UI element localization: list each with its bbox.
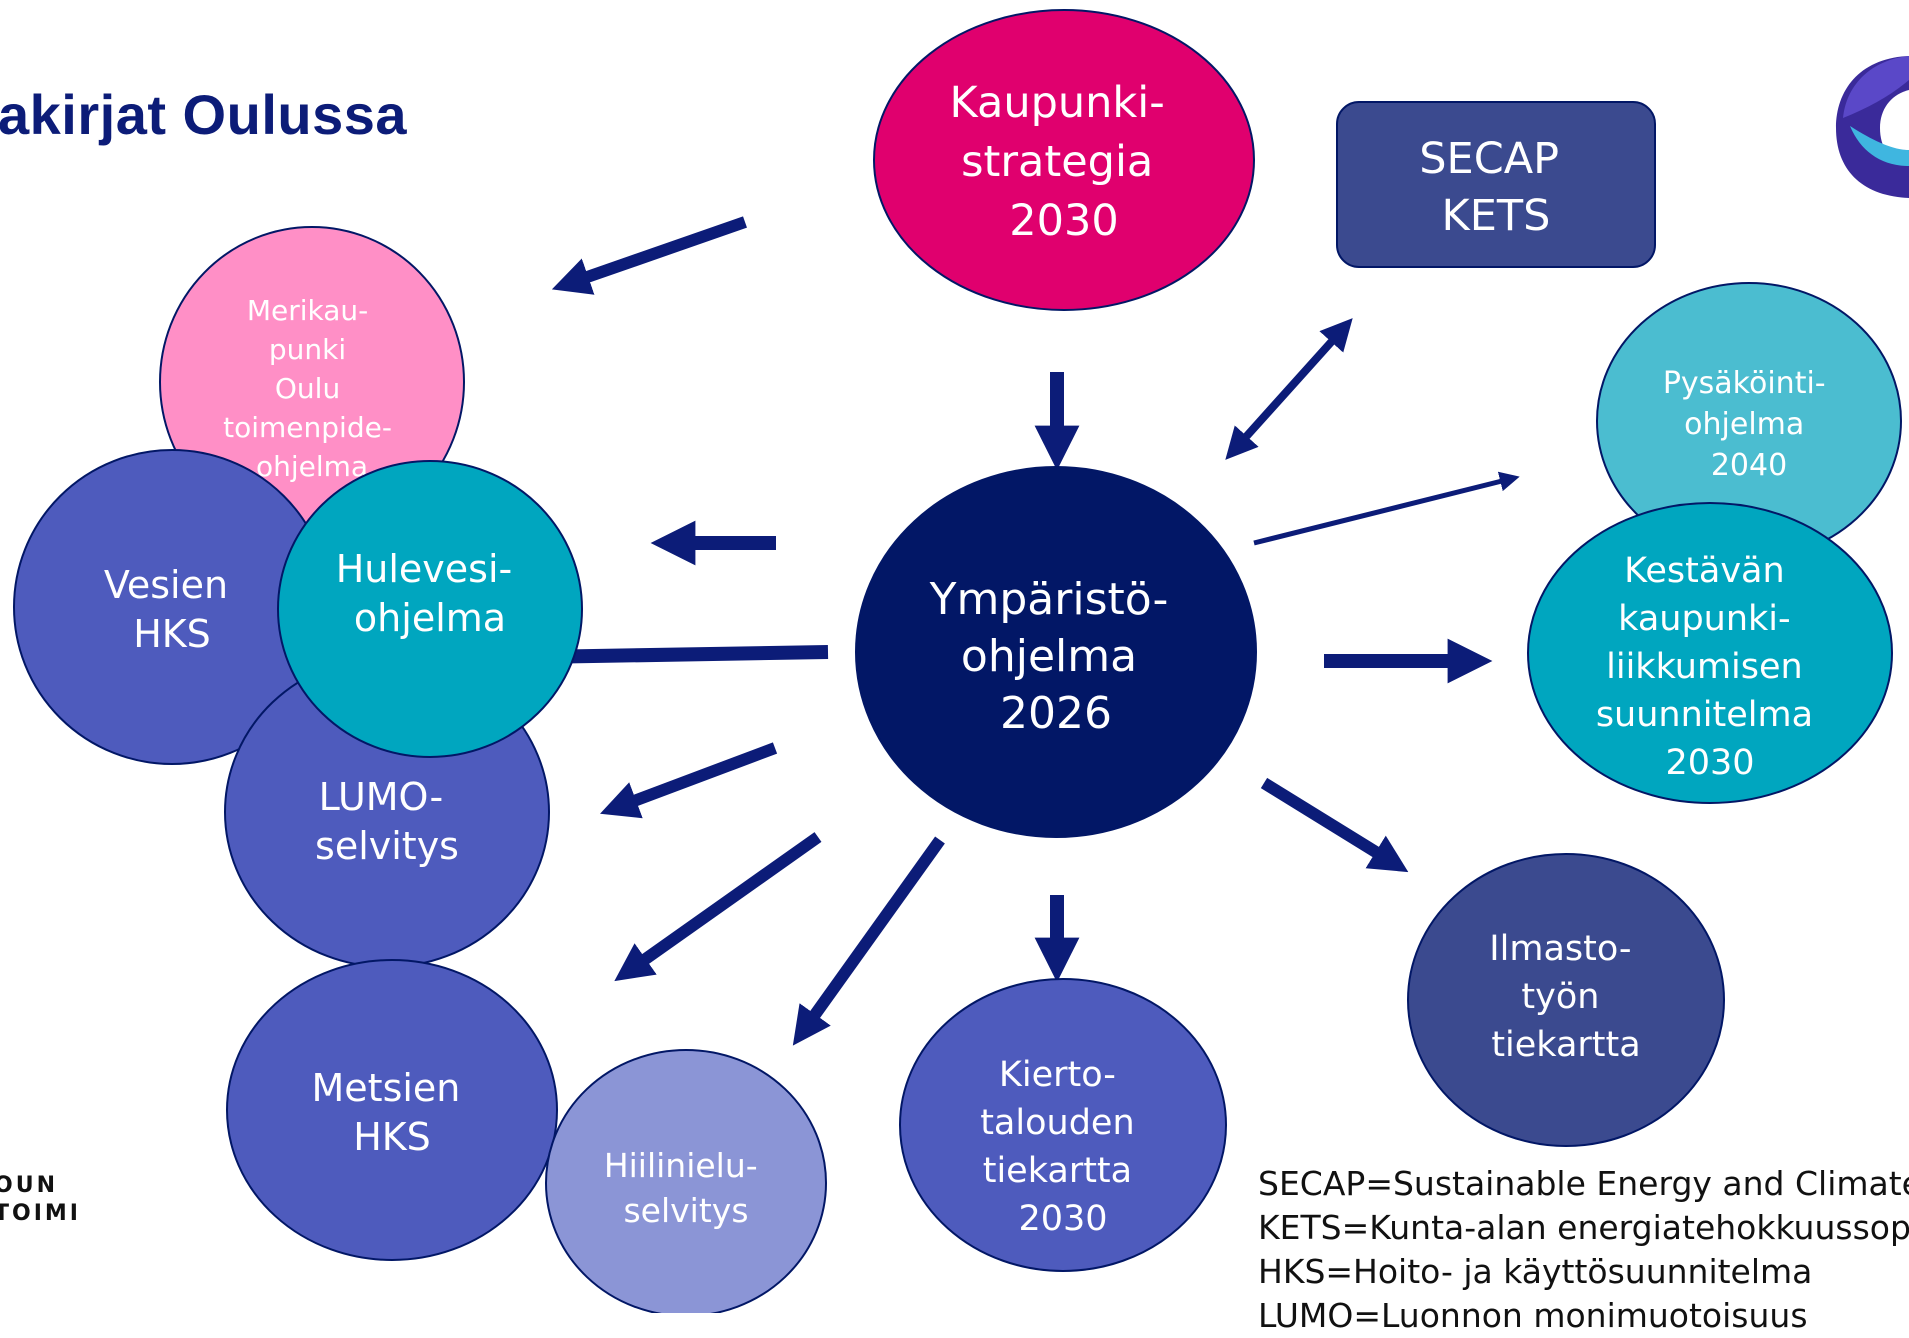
node-label-line: Kestävän: [1624, 551, 1785, 591]
node-label-line: Pysäköinti-: [1663, 366, 1826, 401]
node-metsien-hks: Metsien HKS: [226, 959, 558, 1261]
arrow-ymparisto-to-metsien: [614, 832, 822, 982]
node-label-line: selvitys: [315, 824, 459, 868]
node-label-line: Kaupunki-: [950, 78, 1165, 128]
legend-line: SECAP=Sustainable Energy and Climate: [1258, 1164, 1909, 1203]
node-ymparisto: Ympäristö- ohjelma 2026: [855, 466, 1257, 838]
arrow-ymparisto-to-pysakointi: [1253, 471, 1520, 546]
node-label-line: 2030: [1665, 743, 1754, 783]
node-label-line: ohjelma: [256, 450, 368, 483]
node-label-line: tiekartta: [1491, 1025, 1640, 1065]
legend-line: LUMO=Luonnon monimuotoisuus: [1258, 1296, 1808, 1335]
node-label-line: Vesien: [104, 563, 228, 607]
node-label-line: Ympäristö-: [929, 574, 1169, 625]
svg-text:Kestävän kaupunki-: Kestävän kaupunki- liikkumisen suunnitel…: [1596, 551, 1824, 783]
node-label-line: 2030: [1009, 196, 1118, 246]
node-label-line: HKS: [133, 612, 211, 656]
svg-text:Hulevesi- ohjelma: Hulevesi- ohjelma: [336, 547, 525, 640]
svg-text:Hiilinielu- selvitys: Hiilinielu- selvitys: [604, 1146, 768, 1230]
node-kaupunkistrategia: Kaupunki- strategia 2030: [873, 9, 1255, 311]
node-label-line: KETS: [1442, 191, 1551, 241]
node-label-line: ohjelma: [961, 631, 1137, 682]
node-label-line: Oulu: [275, 372, 340, 405]
node-label-line: tiekartta: [983, 1151, 1132, 1191]
node-label-line: Hiilinielu-: [604, 1146, 758, 1185]
logo-text-line: TOIMI: [0, 1201, 81, 1226]
node-label-line: toimenpide-: [223, 411, 392, 444]
node-label-line: Hulevesi-: [336, 547, 513, 591]
arrow-strategia-to-merikaupunki: [551, 216, 747, 295]
arrow-ymparisto-to-lumo: [600, 742, 778, 819]
node-vesien-hks: Vesien HKS: [13, 449, 331, 765]
node-label-line: Ilmasto-: [1489, 929, 1631, 969]
node-hiilinielu: Hiilinielu- selvitys: [545, 1049, 827, 1313]
svg-text:Kierto- talouden t: Kierto- talouden tiekartta 2030: [980, 1055, 1146, 1239]
svg-text:Ympäristö- ohjelma: Ympäristö- ohjelma 2026: [929, 574, 1183, 739]
node-label-line: LUMO-: [319, 775, 444, 819]
svg-text:SECAP KETS: SECAP KETS: [1419, 134, 1573, 241]
corner-logo-text: OUN TOIMI: [0, 1172, 81, 1228]
legend-line: KETS=Kunta-alan energiatehokkuussop: [1258, 1208, 1909, 1247]
node-label-line: ohjelma: [354, 596, 506, 640]
svg-text:Metsien HKS: Metsien HKS: [312, 1066, 473, 1159]
node-label-line: 2040: [1711, 448, 1787, 483]
svg-text:LUMO- selvitys: LUMO- selvitys: [315, 775, 459, 868]
svg-text:Vesien HKS: Vesien HKS: [104, 563, 240, 656]
svg-text:Merikau- punki Oul: Merikau- punki Oulu toimenpide- ohjelma: [223, 294, 401, 483]
arrow-ymparisto-to-ilmasto: [1260, 777, 1409, 873]
node-label-line: liikkumisen: [1606, 647, 1803, 687]
node-label-line: strategia: [961, 137, 1153, 187]
arrow-secap-ymparisto: [1225, 318, 1353, 460]
node-label-line: selvitys: [623, 1191, 748, 1230]
node-label-line: talouden: [980, 1103, 1134, 1143]
logo-text-line: OUN: [0, 1173, 58, 1198]
node-label-line: työn: [1521, 977, 1599, 1017]
arrow-ymparisto-to-hiilinielu: [792, 836, 945, 1046]
node-label-line: 2030: [1018, 1199, 1107, 1239]
node-label-line: Metsien: [312, 1066, 461, 1110]
node-hulevesi: Hulevesi- ohjelma: [277, 460, 583, 758]
node-label-line: Merikau-: [247, 294, 368, 327]
node-label-line: ohjelma: [1684, 407, 1804, 442]
node-kestavan: Kestävän kaupunki- liikkumisen suunnitel…: [1527, 502, 1893, 804]
svg-text:Ilmasto- työn tiek: Ilmasto- työn tiekartta: [1489, 929, 1642, 1065]
node-pysakointi: Pysäköinti- ohjelma 2040: [1596, 282, 1902, 560]
svg-text:Kaupunki- strategia: Kaupunki- strategia 2030: [950, 78, 1179, 246]
node-merikaupunki: Merikau- punki Oulu toimenpide- ohjelma: [159, 226, 465, 538]
node-label-line: Kierto-: [999, 1055, 1116, 1095]
node-ilmasto: Ilmasto- työn tiekartta: [1407, 853, 1725, 1147]
city-logo-icon: [1836, 56, 1909, 198]
page-title: akirjat Oulussa: [0, 83, 408, 146]
node-label-line: SECAP: [1419, 134, 1559, 184]
node-label-line: kaupunki-: [1618, 599, 1791, 639]
node-label-line: suunnitelma: [1596, 695, 1813, 735]
node-label-line: 2026: [1000, 688, 1112, 739]
node-label-line: HKS: [353, 1115, 431, 1159]
node-label-line: punki: [269, 333, 346, 366]
node-secap-kets: SECAP KETS: [1336, 101, 1656, 268]
abbreviation-legend: SECAP=Sustainable Energy and Climate KET…: [1258, 1162, 1909, 1338]
legend-line: HKS=Hoito- ja käyttösuunnitelma: [1258, 1252, 1813, 1291]
svg-text:Pysäköinti- ohjelma: Pysäköinti- ohjelma 2040: [1663, 366, 1835, 483]
node-kiertotalous: Kierto- talouden tiekartta 2030: [899, 978, 1227, 1272]
